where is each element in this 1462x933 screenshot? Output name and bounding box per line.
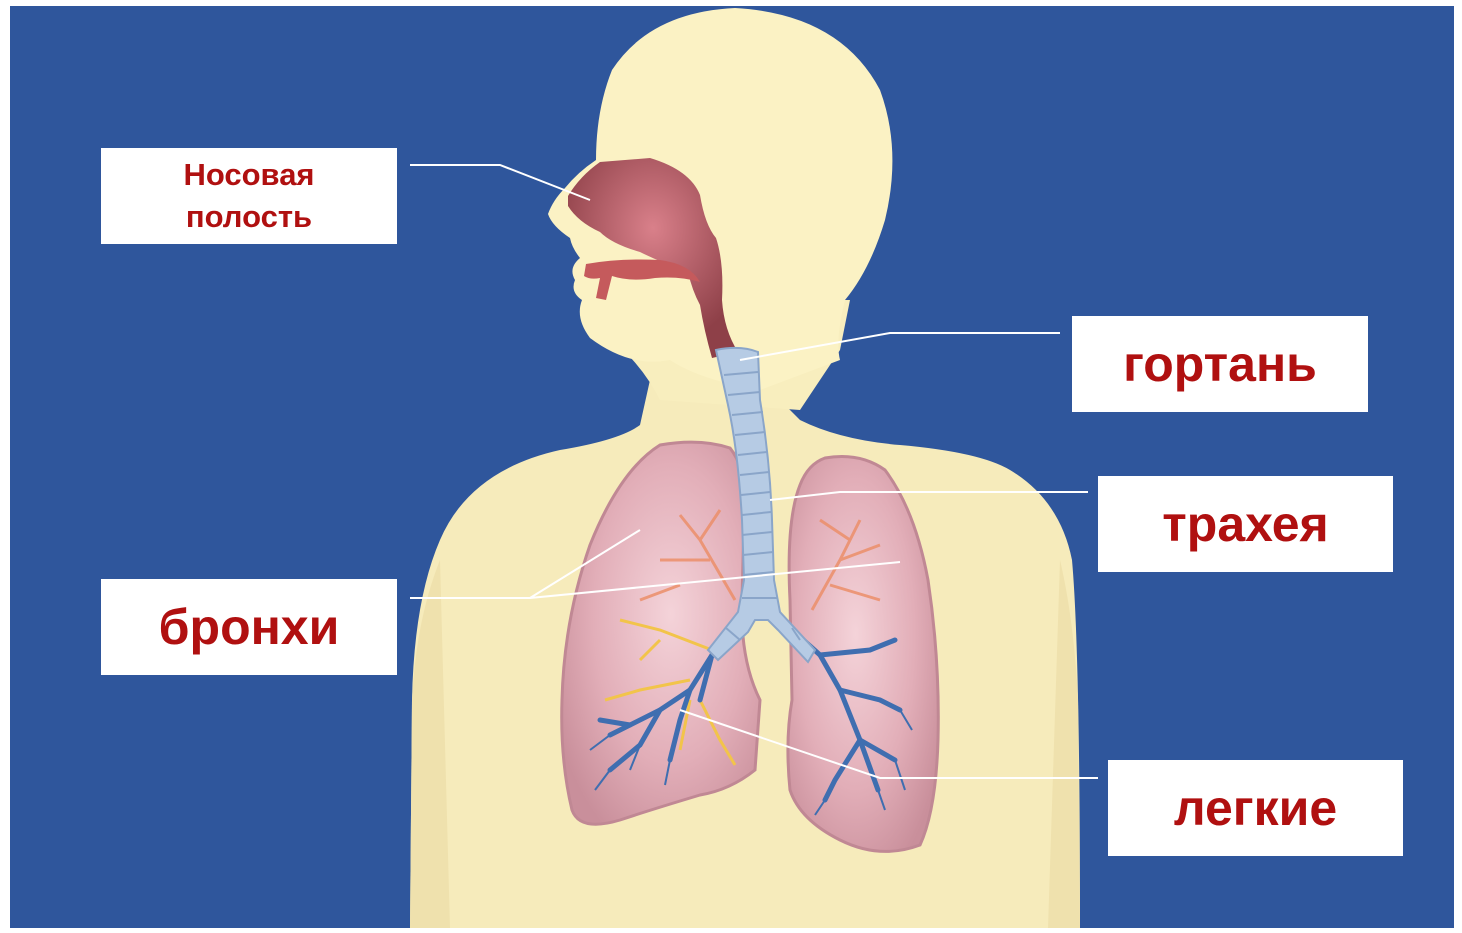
label-trachea: трахея bbox=[1098, 476, 1393, 572]
label-nasal-cavity: Носовая полость bbox=[101, 148, 397, 244]
label-larynx: гортань bbox=[1072, 316, 1368, 412]
label-bronchi: бронхи bbox=[101, 579, 397, 675]
label-nasal-cavity-line1: Носовая bbox=[183, 154, 314, 196]
label-nasal-cavity-line2: полость bbox=[183, 196, 314, 238]
label-lungs: легкие bbox=[1108, 760, 1403, 856]
